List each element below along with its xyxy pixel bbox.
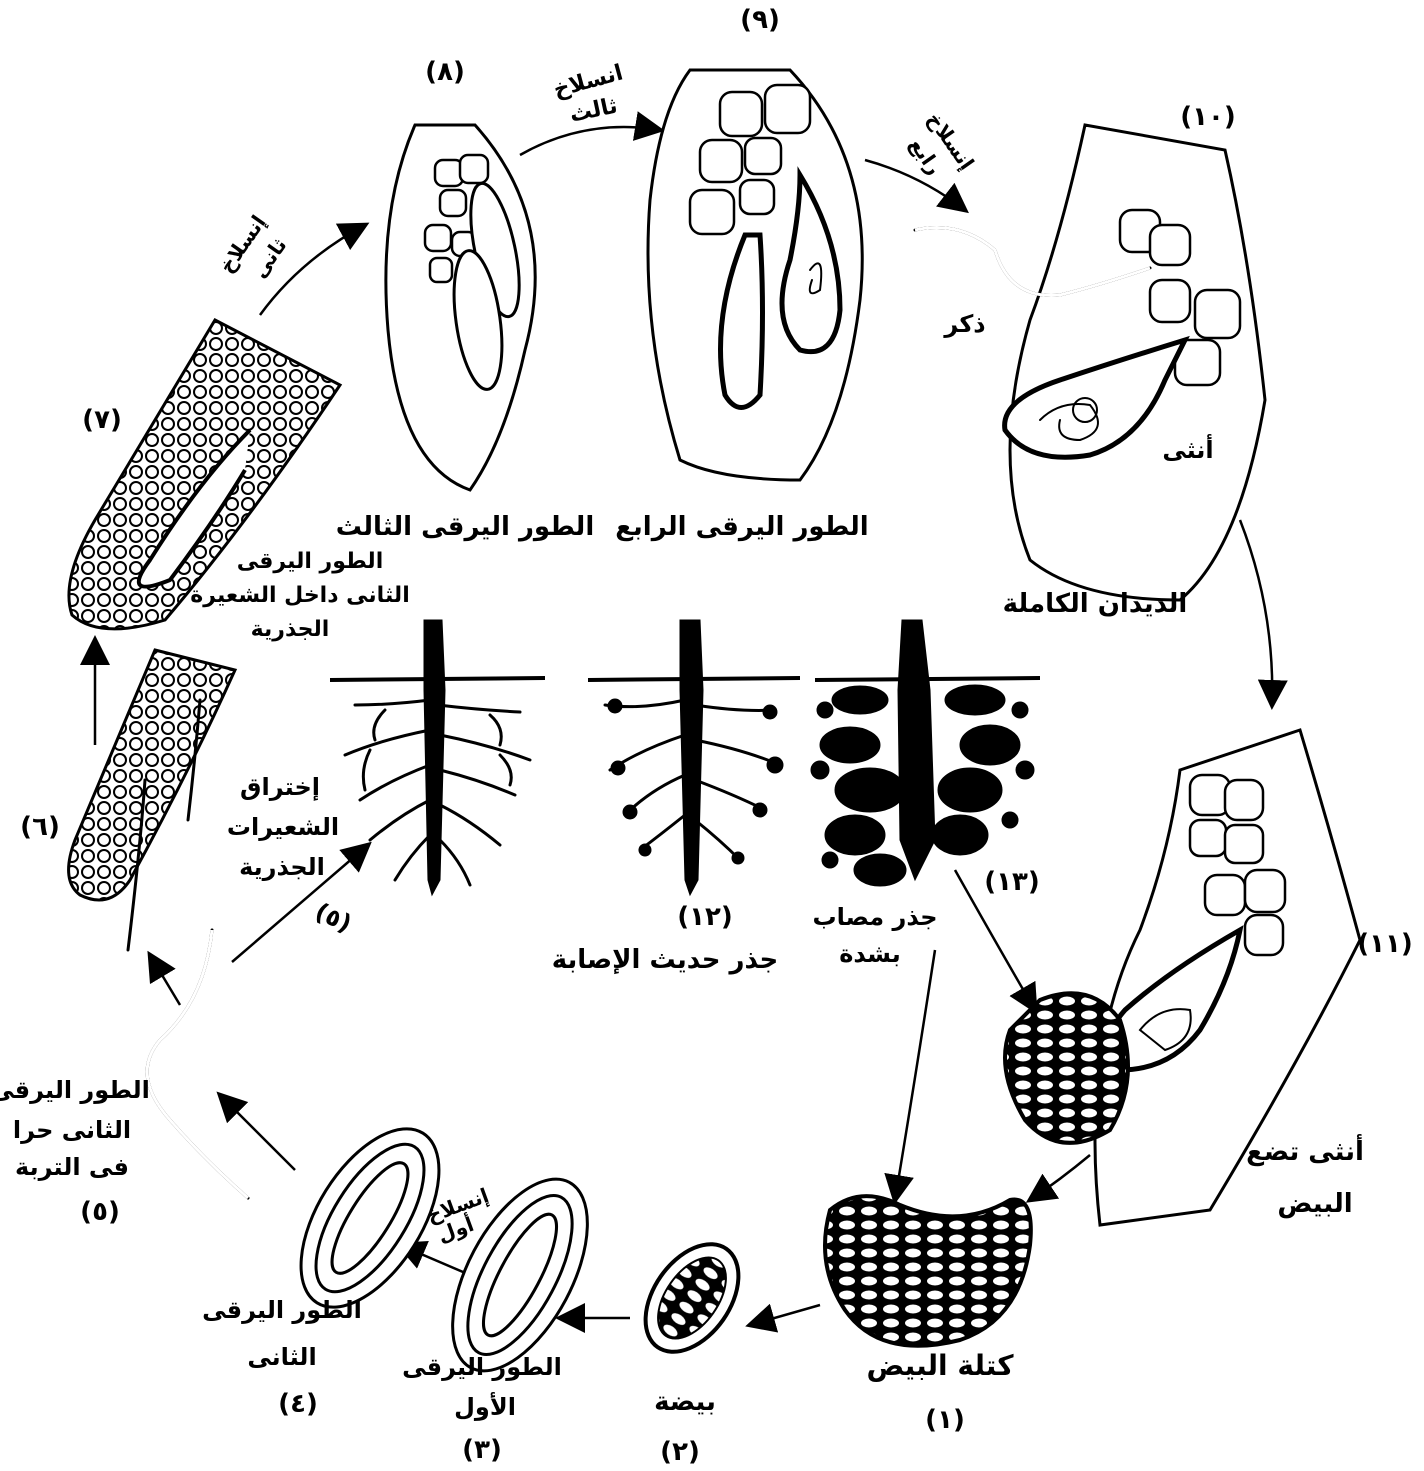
stage-2-number: (٢): [660, 1437, 700, 1467]
stage-13-label-line2: بشدة: [839, 940, 900, 968]
stage-1-egg-mass: كتلة البيض (١): [825, 1196, 1031, 1435]
stage-4-label-line2: الثانى: [247, 1343, 316, 1371]
stage-1-number: (١): [925, 1405, 965, 1435]
stage-11-label-line2: البيض: [1277, 1189, 1352, 1219]
stage-10-number: (١٠): [1180, 102, 1236, 132]
healthy-root: [330, 620, 545, 895]
stage-6-root-penetration: (٦) إختراق الشعيرات الجذرية (٥): [20, 650, 356, 950]
stage-10-adults: (١٠) ذكر أنثى الديدان الكاملة: [915, 102, 1265, 619]
stage-9-number: (٩): [740, 5, 780, 35]
stage-7-label-line3: الجذرية: [251, 617, 330, 642]
stage-8-number: (٨): [425, 57, 465, 87]
stage-2-egg: بيضة (٢): [626, 1227, 757, 1467]
stage-7-label-line2: الثانى داخل الشعيرة: [190, 583, 409, 608]
stage-6-label-line2: الشعيرات: [227, 813, 339, 841]
female-label: أنثى: [1162, 434, 1213, 464]
stage-6-label-line3: الجذرية: [239, 853, 325, 881]
stage-7-label-line1: الطور اليرقى: [237, 549, 383, 574]
attached-egg-mass: [1005, 993, 1128, 1143]
stage-13-number: (١٣): [984, 867, 1040, 897]
stage-10-label: الديدان الكاملة: [1003, 589, 1188, 619]
stage-13-label-line1: جذر مصاب: [813, 903, 938, 931]
stage-3-number: (٣): [462, 1435, 502, 1465]
arrow-10-to-11: [1240, 520, 1272, 705]
arrow-1-to-2: [750, 1305, 820, 1325]
stage-11-female-laying-eggs: (١١) أنثى تضع البيض: [1005, 730, 1413, 1225]
stage-6-alt-number: (٥): [311, 897, 356, 938]
stage-4-label-line1: الطور اليرقى: [202, 1296, 362, 1324]
arrow-9-to-10: [865, 160, 965, 210]
arrow-4-to-5: [220, 1095, 295, 1170]
male-label: ذكر: [943, 310, 985, 338]
stage-12-number: (١٢): [677, 902, 733, 932]
newly-infected-root: (١٢) جذر حديث الإصابة: [552, 620, 800, 975]
stage-7-juvenile-in-root: (٧) الطور اليرقى الثانى داخل الشعيرة الج…: [69, 211, 410, 642]
stage-9-fourth-larval-stage: (٩) الطور اليرقى الرابع إنسلاخ رابع: [615, 5, 979, 542]
stage-1-label: كتلة البيض: [866, 1349, 1014, 1382]
stage-12-label: جذر حديث الإصابة: [552, 945, 779, 975]
molt-third-line2: ثالث: [568, 93, 620, 127]
root-tip-drawing: [69, 650, 235, 900]
stage-11-number: (١١): [1357, 929, 1413, 959]
stage-5-label-line2: الثانى حرا: [13, 1116, 131, 1144]
arrow-5-to-6: [150, 955, 180, 1005]
heavily-infected-root: (١٣) جذر مصاب بشدة: [811, 620, 1040, 968]
stage-5-free-juvenile: الطور اليرقى الثانى حرا فى التربة (٥): [0, 930, 248, 1227]
egg-mass-drawing: [825, 1196, 1031, 1346]
stage-2-label: بيضة: [654, 1387, 716, 1417]
arrow-13-to-1: [895, 950, 935, 1200]
stage-6-number: (٦): [20, 812, 60, 842]
free-juvenile-worm: [147, 930, 248, 1198]
stage-5-label-line3: فى التربة: [15, 1153, 129, 1181]
stage-8-third-larval-stage: (٨) الطور اليرقى الثالث انسلاخ ثالث: [336, 57, 626, 542]
arrow-11-to-1: [1030, 1155, 1090, 1200]
stage-9-label: الطور اليرقى الرابع: [615, 512, 868, 542]
arrow-8-to-9: [520, 127, 660, 155]
stage-11-label-line1: أنثى تضع: [1246, 1134, 1364, 1167]
stage-3-label-line2: الأول: [454, 1392, 516, 1421]
stage-8-label: الطور اليرقى الثالث: [336, 512, 595, 542]
stage-3-label-line1: الطور اليرقى: [402, 1353, 562, 1381]
stage-5-number: (٥): [80, 1197, 120, 1227]
stage-6-label-line1: إختراق: [240, 773, 320, 801]
stage-5-label-line1: الطور اليرقى: [0, 1076, 150, 1104]
stage-4-number: (٤): [278, 1389, 318, 1419]
stage-7-number: (٧): [82, 405, 122, 435]
